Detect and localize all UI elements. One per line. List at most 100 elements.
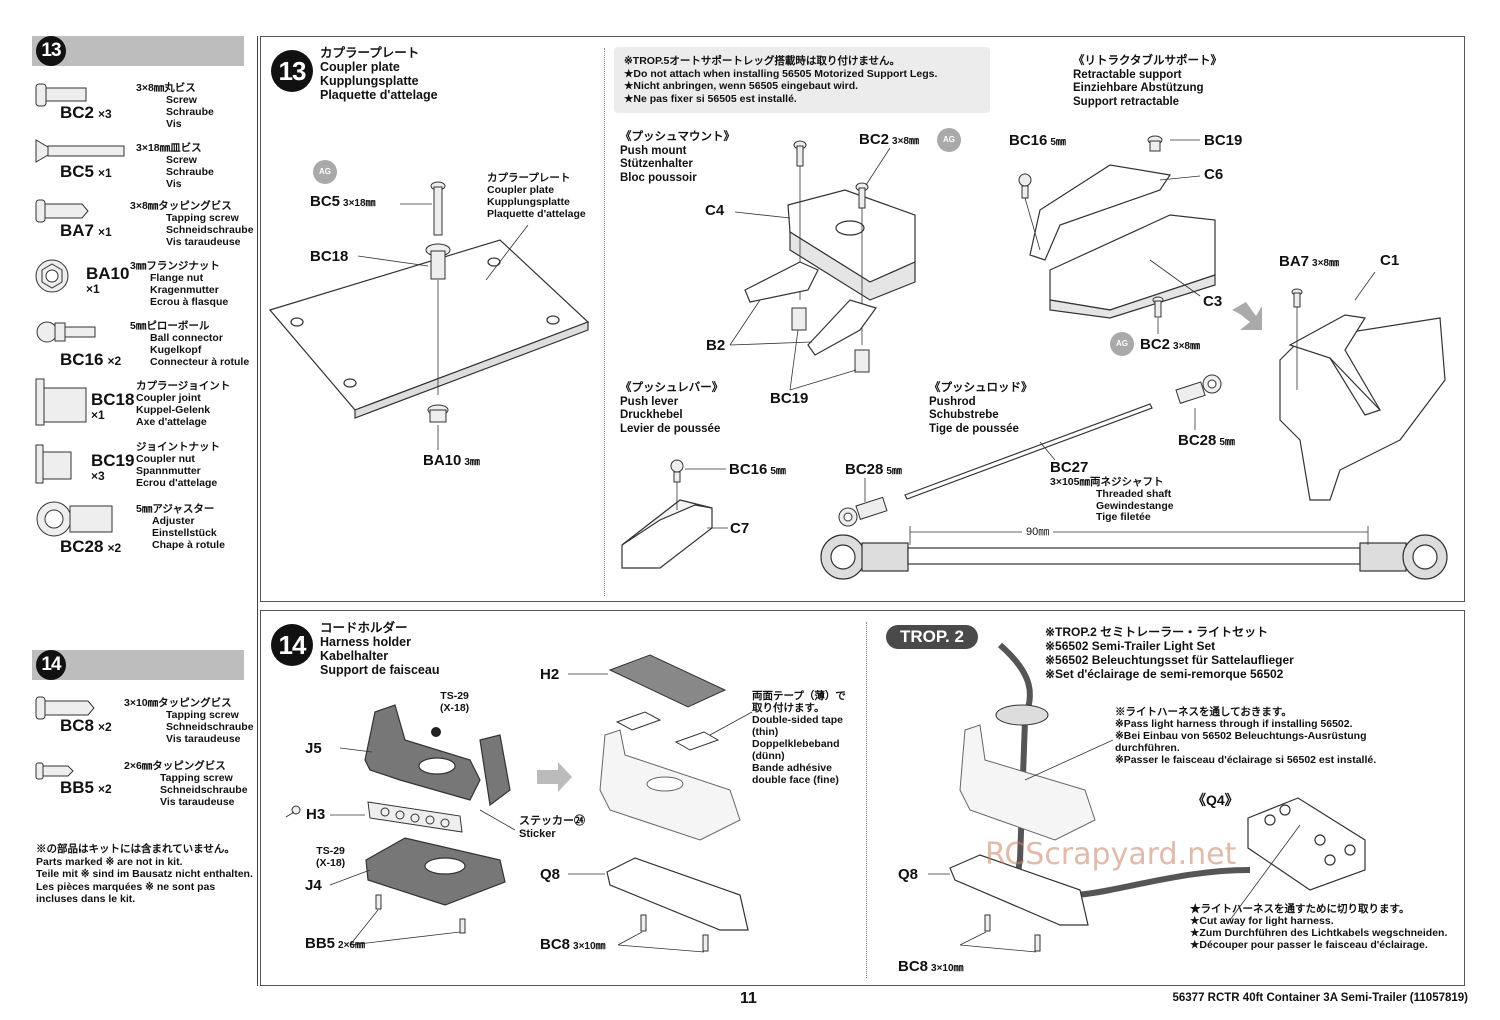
trop-holder-drawing: [959, 724, 1096, 841]
c6-retractable-arm-drawing: [1029, 164, 1172, 261]
tape-drawings: [615, 711, 720, 751]
bc28-rod-end-right-drawing: [1175, 374, 1222, 404]
paint-ts29-bottom: TS-29(X-18): [316, 845, 346, 869]
label-j5: J5: [305, 740, 322, 757]
not-in-kit-note: ※の部品はキットには含まれていません。 Parts marked ※ are n…: [36, 843, 253, 905]
label-c3: C3: [1203, 293, 1223, 310]
warning-box: [614, 47, 990, 113]
trop-bc8-screws: [984, 914, 1041, 952]
bc19-coupler-nut-icon: [35, 444, 72, 484]
ag-badge-retract-bc2: AG: [1110, 332, 1134, 356]
part-code-bb5: BB5×2: [60, 778, 112, 797]
part-code-bc16: BC16×2: [60, 350, 122, 369]
step-14-number: 14: [271, 624, 313, 666]
part-code-bc18: BC18×1: [91, 390, 135, 422]
h3-bulb-drawing: [285, 805, 301, 818]
warning-text: ※TROP.5オートサポートレッグ搭載時は取り付けません。★Do not att…: [624, 55, 938, 105]
c3-retractable-body-drawing: [1049, 214, 1216, 319]
dotted-divider-14: [866, 622, 867, 978]
bc8-tapping-screw-icon: [35, 696, 95, 720]
paint-dot-icon: [431, 727, 441, 737]
bc18-drawing: [425, 243, 451, 280]
part-code-bc8: BC8×2: [60, 716, 112, 735]
part-code-ba10: BA10×1: [86, 264, 130, 296]
bc5-screw-icon: [35, 139, 125, 163]
j5-holder-drawing: [364, 704, 511, 807]
ag-badge-bc2: AG: [937, 128, 961, 152]
label-trop-q8: Q8: [898, 866, 919, 883]
holder-assembled-drawing: [599, 729, 741, 841]
label-c7: C7: [730, 520, 750, 537]
paint-ts29-top: TS-29(X-18): [440, 690, 470, 714]
side-divider: [257, 36, 258, 986]
footer-title: 56377 RCTR 40ft Container 3A Semi-Traile…: [1172, 992, 1468, 1004]
j4-base-drawing: [365, 837, 506, 906]
step-14-badge: 14: [36, 650, 66, 680]
bc2-screw-icon: [35, 83, 87, 107]
part-code-bc2: BC2×3: [60, 103, 112, 122]
assembled-pushrod-drawing: [820, 534, 1448, 580]
ba7-screw-drawing: [1291, 288, 1303, 308]
bc18-coupler-joint-icon: [35, 378, 87, 426]
grommet-drawing: [995, 704, 1049, 726]
bc28-rod-end-left-drawing: [838, 496, 888, 527]
ba7-tapping-screw-icon: [35, 199, 89, 223]
b2-lever-drawings: [744, 261, 877, 356]
label-retract-bc19: BC19: [1204, 132, 1243, 149]
label-bc27: BC27: [1050, 459, 1089, 476]
label-push-mount-bc19: BC19: [770, 390, 809, 407]
dotted-divider: [604, 48, 605, 596]
label-q4: 《Q4》: [1192, 792, 1239, 808]
label-j4: J4: [305, 877, 322, 894]
gray-arrow-icon: [1232, 302, 1262, 330]
ag-badge-bc5: AG: [313, 160, 337, 184]
c1-bracket-drawing: [1279, 314, 1446, 501]
step-13-badge: 13: [36, 36, 66, 66]
step-13-header-bar: [32, 36, 244, 66]
trop2-badge: TROP. 2: [886, 625, 978, 649]
bc16-ball-drawing: [1018, 173, 1032, 199]
c4-push-mount-drawing: [787, 189, 916, 301]
bc2-retract-screw-drawing: [1152, 296, 1164, 318]
part-code-ba7: BA7×1: [60, 221, 112, 240]
page-number: 11: [740, 990, 757, 1007]
h2-plate-drawing: [608, 654, 727, 708]
bc2-screw-drawings: [793, 140, 869, 209]
label-bc18: BC18: [310, 248, 349, 265]
bc19-nut-drawings: [791, 307, 870, 373]
q4-part-drawing: [1247, 797, 1366, 891]
label-c4: C4: [705, 202, 725, 219]
label-q8: Q8: [540, 866, 561, 883]
cut-away-note: ★ライトハーネスを通すために切り取ります。★Cut away for light…: [1190, 903, 1448, 951]
side-parts-drawings: [35, 83, 125, 780]
part-code-bc19: BC19×3: [91, 451, 135, 483]
label-h2: H2: [540, 666, 560, 683]
bc16-ball-connector-icon: [36, 321, 96, 343]
label-c1: C1: [1380, 252, 1400, 269]
label-b2: B2: [706, 337, 726, 354]
pass-harness-note: ※ライトハーネスを通しておきます。※Pass light harness thr…: [1115, 706, 1377, 766]
double-sided-tape-note: 両面テープ（薄）で取り付けます。Double-sided tape(thin)D…: [752, 690, 846, 786]
bc28-adjuster-icon: [36, 501, 113, 537]
